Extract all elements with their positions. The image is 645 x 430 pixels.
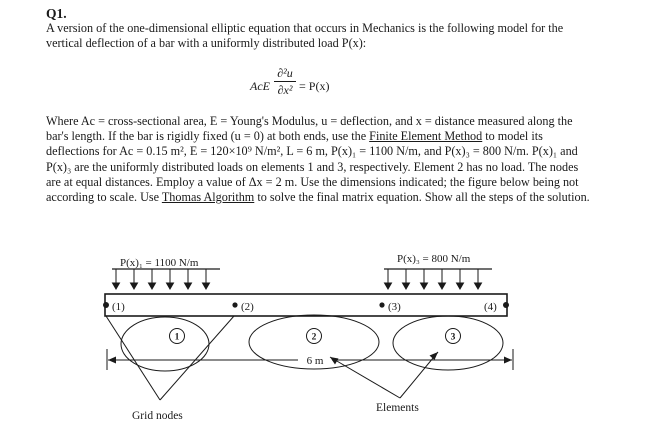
problem-paragraph: Where Ac = cross-sectional area, E = You… (46, 114, 594, 205)
element-1-circle (169, 328, 185, 344)
question-number: Q1. (46, 6, 67, 21)
thomas-link[interactable]: Thomas Algorithm (161, 190, 255, 205)
node-1-dot (103, 302, 109, 308)
node-2-label: (2) (241, 301, 254, 313)
governing-equation: AcE ∂²u ∂x² = P(x) (250, 66, 370, 106)
dimension-arrowhead-right (504, 356, 512, 364)
load1-label: P(x)₁ = 1100 N/m (120, 257, 199, 269)
element-1-ellipse (120, 316, 210, 372)
element-3-circle (445, 328, 461, 344)
node-3-label: (3) (388, 301, 401, 313)
grid-nodes-pointer-right (159, 315, 235, 401)
equation-rhs: = P(x) (299, 79, 330, 93)
elements-arrowhead-right (429, 352, 438, 360)
element-2-ellipse (248, 314, 380, 370)
grid-nodes-label: Grid nodes (132, 410, 183, 422)
element-2-circle (306, 328, 322, 344)
element-1-number: 1 (175, 333, 180, 343)
element-3-ellipse (392, 315, 504, 371)
elements-arrowhead-left (330, 357, 339, 365)
intro-paragraph: A version of the one-dimensional ellipti… (46, 21, 564, 51)
equation-numerator: ∂²u (277, 66, 293, 80)
load1-arrows (111, 269, 211, 290)
element-2-number: 2 (312, 333, 317, 343)
problem-text-3: to solve the final matrix equation. Show… (254, 190, 590, 205)
problem-text-2: to model its deflections for Ac = 0.15 m… (46, 129, 579, 205)
node-2-dot (232, 302, 238, 308)
node-4-dot (503, 302, 509, 308)
elements-pointer-left (329, 356, 401, 399)
element-3-number: 3 (451, 333, 456, 343)
equation-fraction: ∂²u ∂x² (274, 66, 296, 97)
load3-arrows (383, 269, 483, 290)
fraction-bar (274, 81, 296, 82)
dimension-arrowhead-left (108, 356, 116, 364)
equation-denominator: ∂x² (277, 83, 293, 97)
problem-text-1: Where Ac = cross-sectional area, E = You… (46, 114, 573, 144)
node-1-label: (1) (112, 301, 125, 313)
load3-label: P(x)₃ = 800 N/m (397, 253, 471, 265)
equation-lhs: AcE (250, 79, 270, 93)
node-4-label: (4) (484, 301, 497, 313)
fem-link[interactable]: Finite Element Method (369, 129, 483, 144)
length-label: 6 m (307, 355, 324, 367)
bar-beam (104, 293, 508, 317)
elements-label: Elements (376, 402, 419, 414)
node-3-dot (379, 302, 385, 308)
grid-nodes-pointer-left (105, 315, 161, 401)
elements-pointer-right (399, 351, 439, 399)
